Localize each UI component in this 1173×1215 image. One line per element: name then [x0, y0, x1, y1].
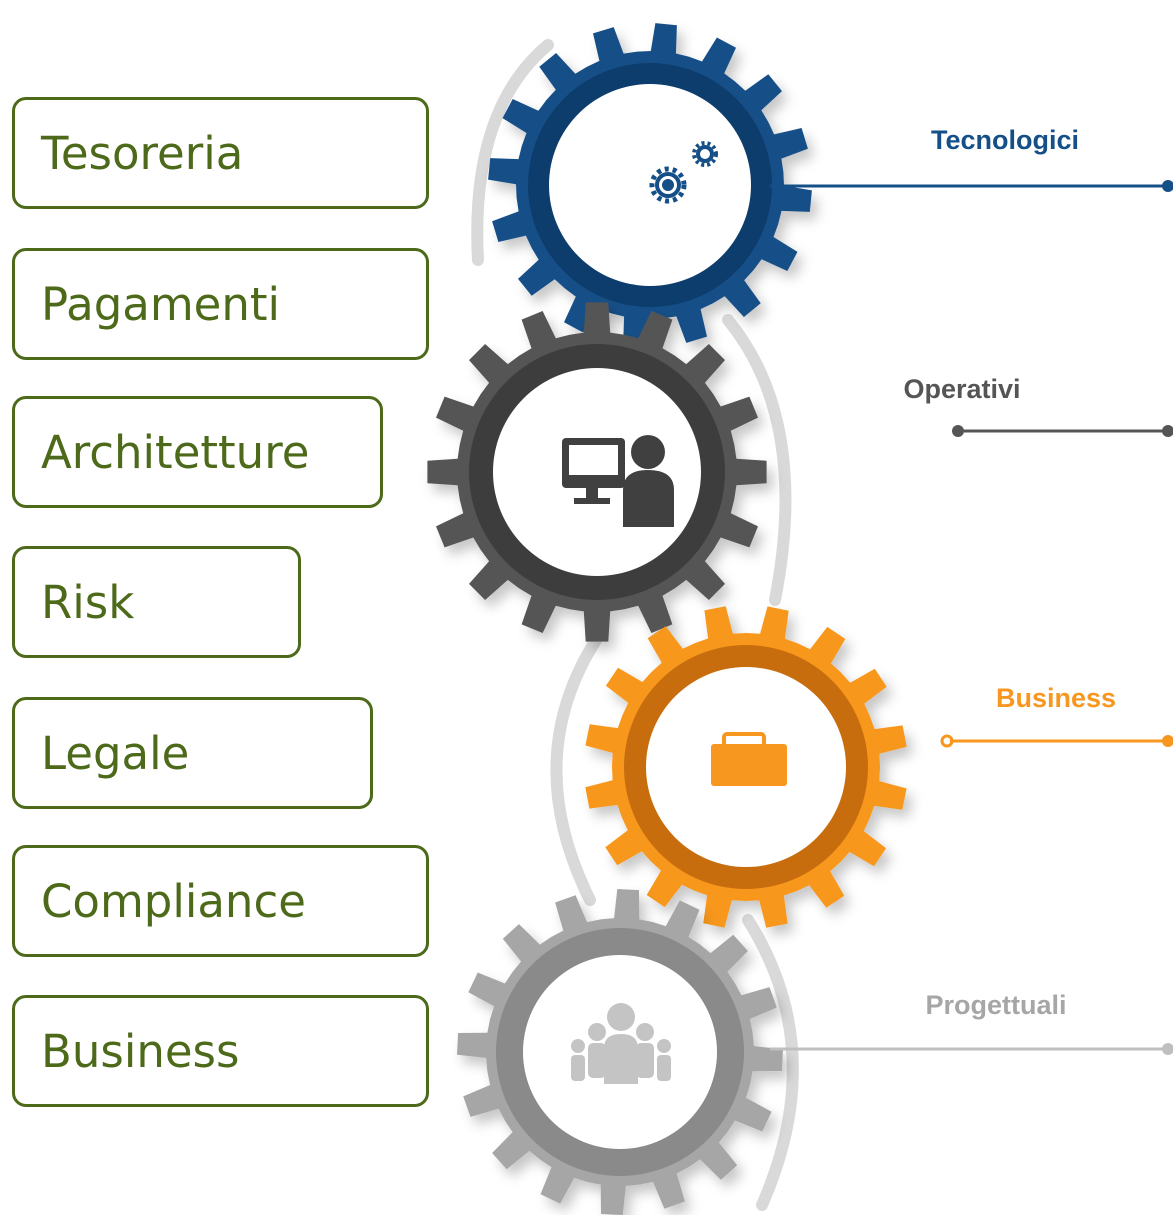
connector-tecnologici: [770, 180, 1173, 192]
arc-lower: [550, 634, 602, 906]
monitor-user-icon: [562, 435, 674, 527]
connector-business: [940, 734, 1173, 748]
connector-arcs: [471, 39, 799, 1211]
area-box-pagamenti: Pagamenti: [12, 248, 429, 360]
area-label: Legale: [41, 726, 190, 780]
arc-bottom: [742, 914, 799, 1211]
area-label: Risk: [41, 575, 135, 629]
area-box-business: Business: [12, 995, 429, 1107]
cogs-icon: [649, 141, 718, 204]
area-box-risk: Risk: [12, 546, 301, 658]
area-label: Compliance: [41, 874, 306, 928]
area-box-tesoreria: Tesoreria: [12, 97, 429, 209]
area-label: Business: [41, 1024, 240, 1078]
category-label-tecnologici: Tecnologici: [931, 125, 1079, 155]
category-label-business: Business: [996, 683, 1116, 713]
area-label: Tesoreria: [41, 126, 244, 180]
team-icon: [571, 1003, 671, 1084]
category-label-progettuali: Progettuali: [925, 990, 1066, 1020]
category-label-operativi: Operativi: [903, 374, 1020, 404]
arc-middle: [722, 314, 792, 606]
area-box-architetture: Architetture: [12, 396, 383, 508]
arc-top: [471, 39, 554, 266]
area-label: Architetture: [41, 425, 310, 479]
connector-operativi: [952, 425, 1173, 437]
area-box-legale: Legale: [12, 697, 373, 809]
briefcase-icon: [711, 732, 787, 786]
area-box-compliance: Compliance: [12, 845, 429, 957]
connector-progettuali: [770, 1043, 1173, 1055]
area-label: Pagamenti: [41, 277, 281, 331]
